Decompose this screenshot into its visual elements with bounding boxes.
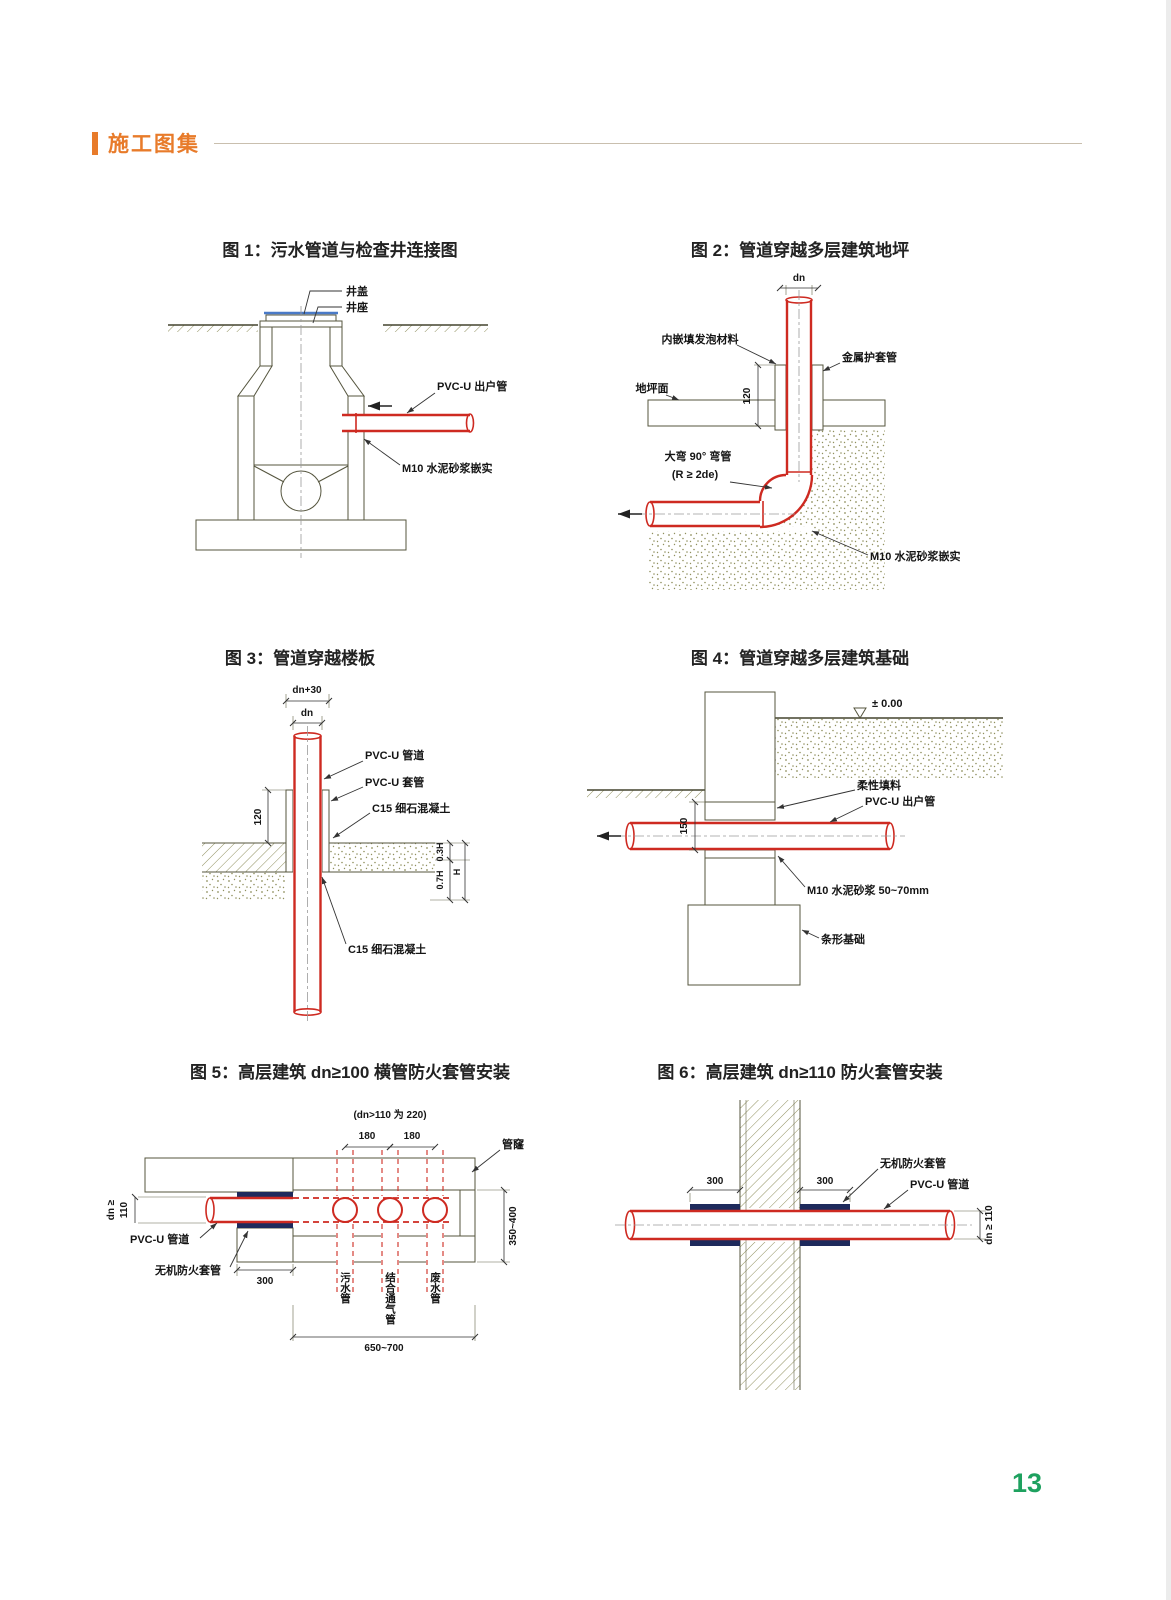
fig4-dim-150: 150 [679,817,690,834]
fig2-dimensions: dn 120 [742,273,822,430]
fig2-label-floor: 地坪面 [636,381,669,395]
fig1-label-mortar: M10 水泥砂浆嵌实 [402,461,492,475]
fire-sleeve-left-top [690,1204,740,1211]
fig5-title: 图 5：高层建筑 dn≥100 横管防火套管安装 [189,1063,511,1082]
fig3-label-concrete-top: C15 细石混凝土 [372,801,450,815]
fig3-drawing: dn+30 dn 120 0.3H 0.7H H PVC-U 管道 PVC-U … [202,685,470,1022]
fig2-label-foam: 内嵌填发泡材料 [662,332,739,346]
header-title: 施工图集 [108,133,200,156]
fig5-label-waste: 废水管 [429,1271,441,1304]
fig1-ground [168,324,488,332]
fig3-dimensions: dn+30 dn 120 0.3H 0.7H H [253,685,470,904]
fig5-label-pipe: PVC-U 管道 [130,1232,189,1246]
fig4-ground: ± 0.00 [587,698,1003,798]
fig2-pipe [618,290,814,529]
fig5-dim-180a: 180 [359,1131,376,1142]
header-accent-bar [92,131,98,155]
fig2-annotations: 内嵌填发泡材料 金属护套管 地坪面 大弯 90° 弯管 (R ≥ 2de) M1… [636,332,961,563]
fig2-label-bend-1: 大弯 90° 弯管 [665,449,732,463]
fig3-label-sleeve: PVC-U 套管 [365,775,424,789]
fig3-dim-dn: dn [301,708,313,719]
fig3-label-concrete-bottom: C15 细石混凝土 [348,942,426,956]
fig1-label-well-seat: 井座 [346,300,368,314]
fig6-dim-dn: dn ≥ 110 [984,1205,995,1245]
fig5-label-shaft: 管窿 [502,1137,525,1151]
fig5-dim-top: (dn>110 为 220) [353,1108,426,1121]
fig5-label-fire-sleeve: 无机防火套管 [154,1263,221,1277]
fig2-drawing: dn 120 内嵌填发泡材料 金属护套管 地坪面 大弯 90° 弯管 (R ≥ … [618,273,961,590]
fig6-label-pipe: PVC-U 管道 [910,1177,969,1191]
fig3-title: 图 3：管道穿越楼板 [224,649,376,668]
fig2-soil [648,430,885,590]
fig2-label-mortar: M10 水泥砂浆嵌实 [870,549,960,563]
fig6-pipe [615,1204,972,1246]
fig4-label-foundation: 条形基础 [820,932,865,946]
fig4-level-mark: ± 0.00 [872,698,903,710]
fig1-annotations: 井盖 井座 PVC-U 出户管 M10 水泥砂浆嵌实 [303,284,507,475]
fig3-pipe [293,726,322,1022]
fig2-dim-dn: dn [793,273,805,284]
fig4-label-filler: 柔性填料 [856,778,901,792]
fig5-dim-300: 300 [257,1276,274,1287]
fig3-dim-120: 120 [253,808,264,825]
fig1-label-well-cover: 井盖 [346,284,368,298]
fig3-label-pipe: PVC-U 管道 [365,748,424,762]
fig4-label-mortar: M10 水泥砂浆 50~70mm [807,883,929,897]
fig2-floor-slab [647,364,886,431]
fig2-dim-120: 120 [742,387,753,404]
fig5-annotations: 管窿 PVC-U 管道 无机防火套管 污水管 结合通气管 废水管 [130,1137,525,1325]
fire-sleeve-top [237,1192,293,1198]
page-edge-shade [1166,0,1171,1600]
fig4-wall-foundation [687,691,801,986]
fig5-dimensions: (dn>110 为 220) 180 180 dn ≥ 110 300 350~… [106,1108,519,1354]
header-rule [214,142,1082,144]
fig4-annotations: 柔性填料 PVC-U 出户管 M10 水泥砂浆 50~70mm 条形基础 [776,778,935,946]
fig6-title: 图 6：高层建筑 dn≥110 防火套管安装 [657,1063,943,1082]
fig1-well-structure [195,306,407,558]
fig5-dim-350: 350~400 [508,1206,519,1246]
fig1-outlet-pipe [342,401,475,433]
fig6-dim-300-left: 300 [707,1176,724,1187]
fig5-structure [144,1157,476,1263]
fig5-drawing: (dn>110 为 220) 180 180 dn ≥ 110 300 350~… [106,1108,525,1354]
fig4-drawing: ± 0.00 150 柔性填料 PVC-U 出 [587,691,1003,986]
fig6-label-fire-sleeve: 无机防火套管 [879,1156,946,1170]
page-number: 13 [1012,1468,1043,1498]
page-header: 施工图集 [92,128,1082,158]
fig3-slab [202,789,435,900]
fire-sleeve-left-bottom [690,1239,740,1246]
fig1-label-outlet-pipe: PVC-U 出户管 [437,379,507,393]
fig3-dim-h: H [452,869,462,876]
fig5-riser-sections [332,1150,448,1295]
fire-sleeve-bottom [237,1222,293,1228]
fig6-wall [739,1100,801,1390]
fig4-label-outlet-pipe: PVC-U 出户管 [865,794,935,808]
fig4-dimensions: 150 [679,798,705,854]
fig5-dim-650: 650~700 [364,1343,404,1354]
fig6-dimensions: 300 300 dn ≥ 110 [686,1176,995,1245]
fig2-label-bend-2: (R ≥ 2de) [672,469,719,481]
fire-sleeve-right-bottom [800,1239,850,1246]
fig3-annotations: PVC-U 管道 PVC-U 套管 C15 细石混凝土 C15 细石混凝土 [321,748,450,956]
fire-sleeve-right-top [800,1204,850,1211]
fig3-dim-03h: 0.3H [435,842,445,861]
fig2-title: 图 2：管道穿越多层建筑地坪 [690,241,910,260]
fig5-pipe [205,1150,452,1295]
fig4-title: 图 4：管道穿越多层建筑基础 [690,649,910,668]
fig5-dim-180b: 180 [404,1131,421,1142]
fig3-dim-07h: 0.7H [435,870,445,889]
fig4-pipe [597,821,905,851]
fig5-label-sewage: 污水管 [339,1271,351,1304]
fig5-label-vent: 结合通气管 [384,1271,396,1325]
fig6-drawing: 300 300 dn ≥ 110 无机防火套管 PVC-U 管道 [615,1100,995,1390]
fig6-annotations: 无机防火套管 PVC-U 管道 [842,1156,969,1210]
fig2-label-metal-sleeve: 金属护套管 [841,350,897,364]
fig5-dim-dn-2: 110 [119,1201,130,1218]
fig1-drawing: 井盖 井座 PVC-U 出户管 M10 水泥砂浆嵌实 [168,284,507,558]
fig5-dim-dn-1: dn ≥ [106,1199,117,1220]
fig3-dim-dn30: dn+30 [292,685,322,696]
fig6-dim-300-right: 300 [817,1176,834,1187]
fig1-title: 图 1：污水管道与检查井连接图 [222,241,458,260]
